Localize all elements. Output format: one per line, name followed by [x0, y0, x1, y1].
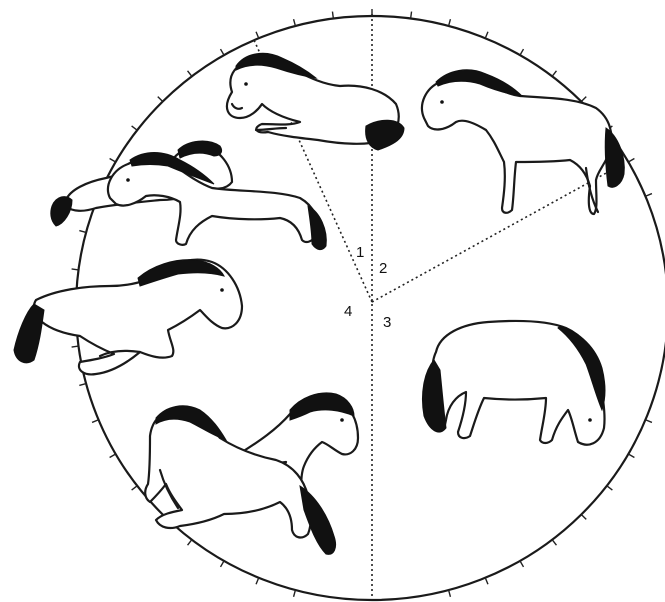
sector-label-4: 4: [344, 303, 352, 320]
tick-mark: [332, 12, 333, 19]
tick-mark: [132, 486, 138, 490]
tick-mark: [645, 194, 651, 197]
tick-mark: [256, 578, 259, 584]
tick-mark: [110, 454, 116, 458]
tick-mark: [581, 514, 586, 519]
tick-mark: [628, 454, 634, 458]
tick-mark: [645, 420, 651, 423]
tick-mark: [188, 71, 192, 77]
tick-mark: [449, 590, 451, 597]
tick-mark: [79, 384, 86, 386]
tick-mark: [485, 32, 488, 38]
sector-label-1: 1: [356, 244, 364, 261]
tick-mark: [449, 19, 451, 26]
tick-mark: [110, 159, 116, 163]
tick-mark: [221, 561, 225, 567]
tick-mark: [520, 49, 524, 55]
tick-mark: [552, 71, 556, 77]
tick-mark: [72, 346, 79, 347]
tick-mark: [256, 32, 259, 38]
tick-mark: [607, 486, 613, 490]
sector-label-2: 2: [379, 260, 387, 277]
horse-lying-top: [227, 53, 404, 150]
tick-mark: [581, 97, 586, 102]
horse-standing-resting: [422, 70, 624, 214]
tick-mark: [294, 19, 296, 26]
tick-mark: [79, 231, 86, 233]
sector-line-2: [372, 172, 608, 302]
tick-mark: [72, 269, 79, 270]
tick-mark: [188, 540, 192, 546]
horse-lying-left: [14, 260, 242, 375]
tick-mark: [552, 540, 556, 546]
horse-pair-playing: [145, 393, 358, 554]
tick-mark: [221, 49, 225, 55]
tick-mark: [294, 590, 296, 597]
horse-pair-walking: [51, 141, 327, 250]
tick-mark: [92, 420, 98, 423]
tick-mark: [132, 126, 138, 130]
tick-mark: [158, 97, 163, 102]
tick-mark: [520, 561, 524, 567]
tick-mark: [628, 159, 634, 163]
tick-mark: [411, 12, 412, 19]
horse-grazing: [422, 321, 605, 445]
sector-label-3: 3: [383, 314, 391, 331]
tick-mark: [485, 578, 488, 584]
